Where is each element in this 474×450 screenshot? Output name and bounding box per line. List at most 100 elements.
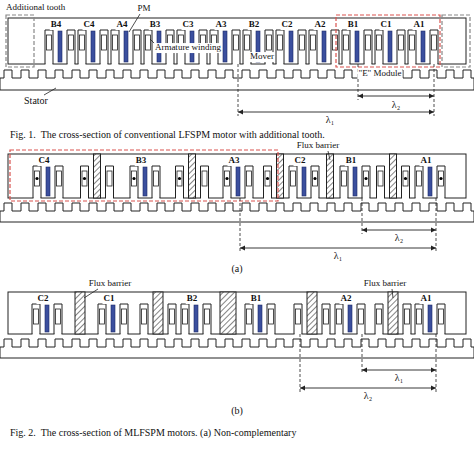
dimension-arrow <box>300 388 436 389</box>
armature-coil <box>439 171 444 186</box>
slot-gap <box>264 166 271 199</box>
armature-coil <box>399 35 404 50</box>
slot-gap <box>277 30 284 65</box>
mover-body <box>8 154 466 198</box>
slot-outline <box>342 30 350 64</box>
phase-label: A2 <box>340 294 353 304</box>
armature-coil <box>170 309 175 324</box>
slot-outline <box>357 304 365 334</box>
slot-gap <box>376 304 383 335</box>
slot-outline <box>111 30 119 64</box>
mover-body <box>8 18 466 64</box>
slot-outline <box>203 304 211 334</box>
permanent-magnet <box>355 31 359 62</box>
slot-outline <box>289 166 297 198</box>
flux-barrier <box>75 292 85 334</box>
slot-gap <box>153 166 160 199</box>
slot-outline <box>130 166 138 198</box>
slot-gap <box>299 30 306 65</box>
armature-coil <box>183 309 188 324</box>
armature-coil <box>417 309 422 324</box>
slot-gap <box>224 166 231 199</box>
slot-gap <box>246 166 253 199</box>
phase-label: B3 <box>149 20 162 30</box>
slot-gap <box>68 30 75 65</box>
part-label: Additional tooth <box>6 3 65 13</box>
armature-coil <box>132 171 137 186</box>
slot-gap <box>79 30 86 65</box>
armature-coil <box>113 35 118 50</box>
slot-gap <box>438 304 445 335</box>
slot-outline <box>32 304 40 334</box>
slot-gap <box>141 304 148 335</box>
part-label: Armature winding <box>154 43 222 53</box>
armature-coil <box>205 309 210 324</box>
permanent-magnet <box>223 31 227 62</box>
slot-outline <box>397 30 405 64</box>
armature-coil <box>247 309 252 324</box>
armature-coil <box>35 171 40 186</box>
slot-outline <box>403 304 411 334</box>
part-label: Mover <box>249 52 275 62</box>
slot-gap <box>176 166 183 199</box>
current-dot <box>266 177 269 180</box>
permanent-magnet <box>322 31 326 62</box>
slot-gap <box>312 166 319 199</box>
leader-line <box>129 14 140 32</box>
permanent-magnet <box>428 167 432 196</box>
leader-line <box>84 289 98 298</box>
armature-coil <box>69 35 74 50</box>
slot-gap <box>106 166 113 199</box>
phase-label: A3 <box>215 20 228 30</box>
part-label: Flux barrier <box>364 279 407 289</box>
dimension-extension <box>436 198 437 252</box>
slot-gap <box>438 166 445 199</box>
dimension-extension <box>238 64 239 116</box>
armature-coil <box>154 171 159 186</box>
slot-outline <box>415 304 423 334</box>
armature-coil <box>344 35 349 50</box>
armature-coil <box>80 35 85 50</box>
slot-gap <box>34 166 41 199</box>
armature-coil <box>267 35 272 50</box>
phase-label: B1 <box>347 20 360 30</box>
slot-outline <box>408 30 416 64</box>
slot-outline <box>78 30 86 64</box>
dimension-label: λ₂ <box>364 390 372 401</box>
slot-outline <box>140 304 148 334</box>
slot-outline <box>437 166 445 198</box>
dimension-arrow <box>358 96 434 97</box>
permanent-magnet <box>388 31 392 62</box>
phase-label: C2 <box>294 156 307 166</box>
armature-coil <box>405 309 410 324</box>
subfigure-label: (b) <box>231 405 243 416</box>
slot-outline <box>67 30 75 64</box>
armature-coil <box>377 35 382 50</box>
slot-outline <box>294 304 302 334</box>
dimension-extension <box>434 64 435 116</box>
slot-outline <box>362 166 370 198</box>
dimension-label: λ₁ <box>326 114 334 125</box>
slot-outline <box>264 166 272 198</box>
slot-gap <box>101 30 108 65</box>
slot-outline <box>377 166 385 198</box>
slot-gap <box>134 30 141 65</box>
current-dot <box>439 177 442 180</box>
dimension-arrow <box>362 230 436 231</box>
dimension-extension <box>240 198 241 252</box>
slot-gap <box>46 30 53 65</box>
dimension-extension <box>362 198 363 234</box>
slot-outline <box>33 166 41 198</box>
slot-outline <box>245 166 253 198</box>
slot-gap <box>341 166 348 199</box>
armature-coil <box>333 35 338 50</box>
armature-coil <box>311 35 316 50</box>
slot-gap <box>402 166 409 199</box>
armature-coil <box>364 171 369 186</box>
current-dot <box>404 177 407 180</box>
dimension-label: λ₂ <box>392 99 400 110</box>
subfigure-label: (a) <box>231 263 242 274</box>
armature-coil <box>265 171 270 186</box>
module-box <box>10 150 278 201</box>
